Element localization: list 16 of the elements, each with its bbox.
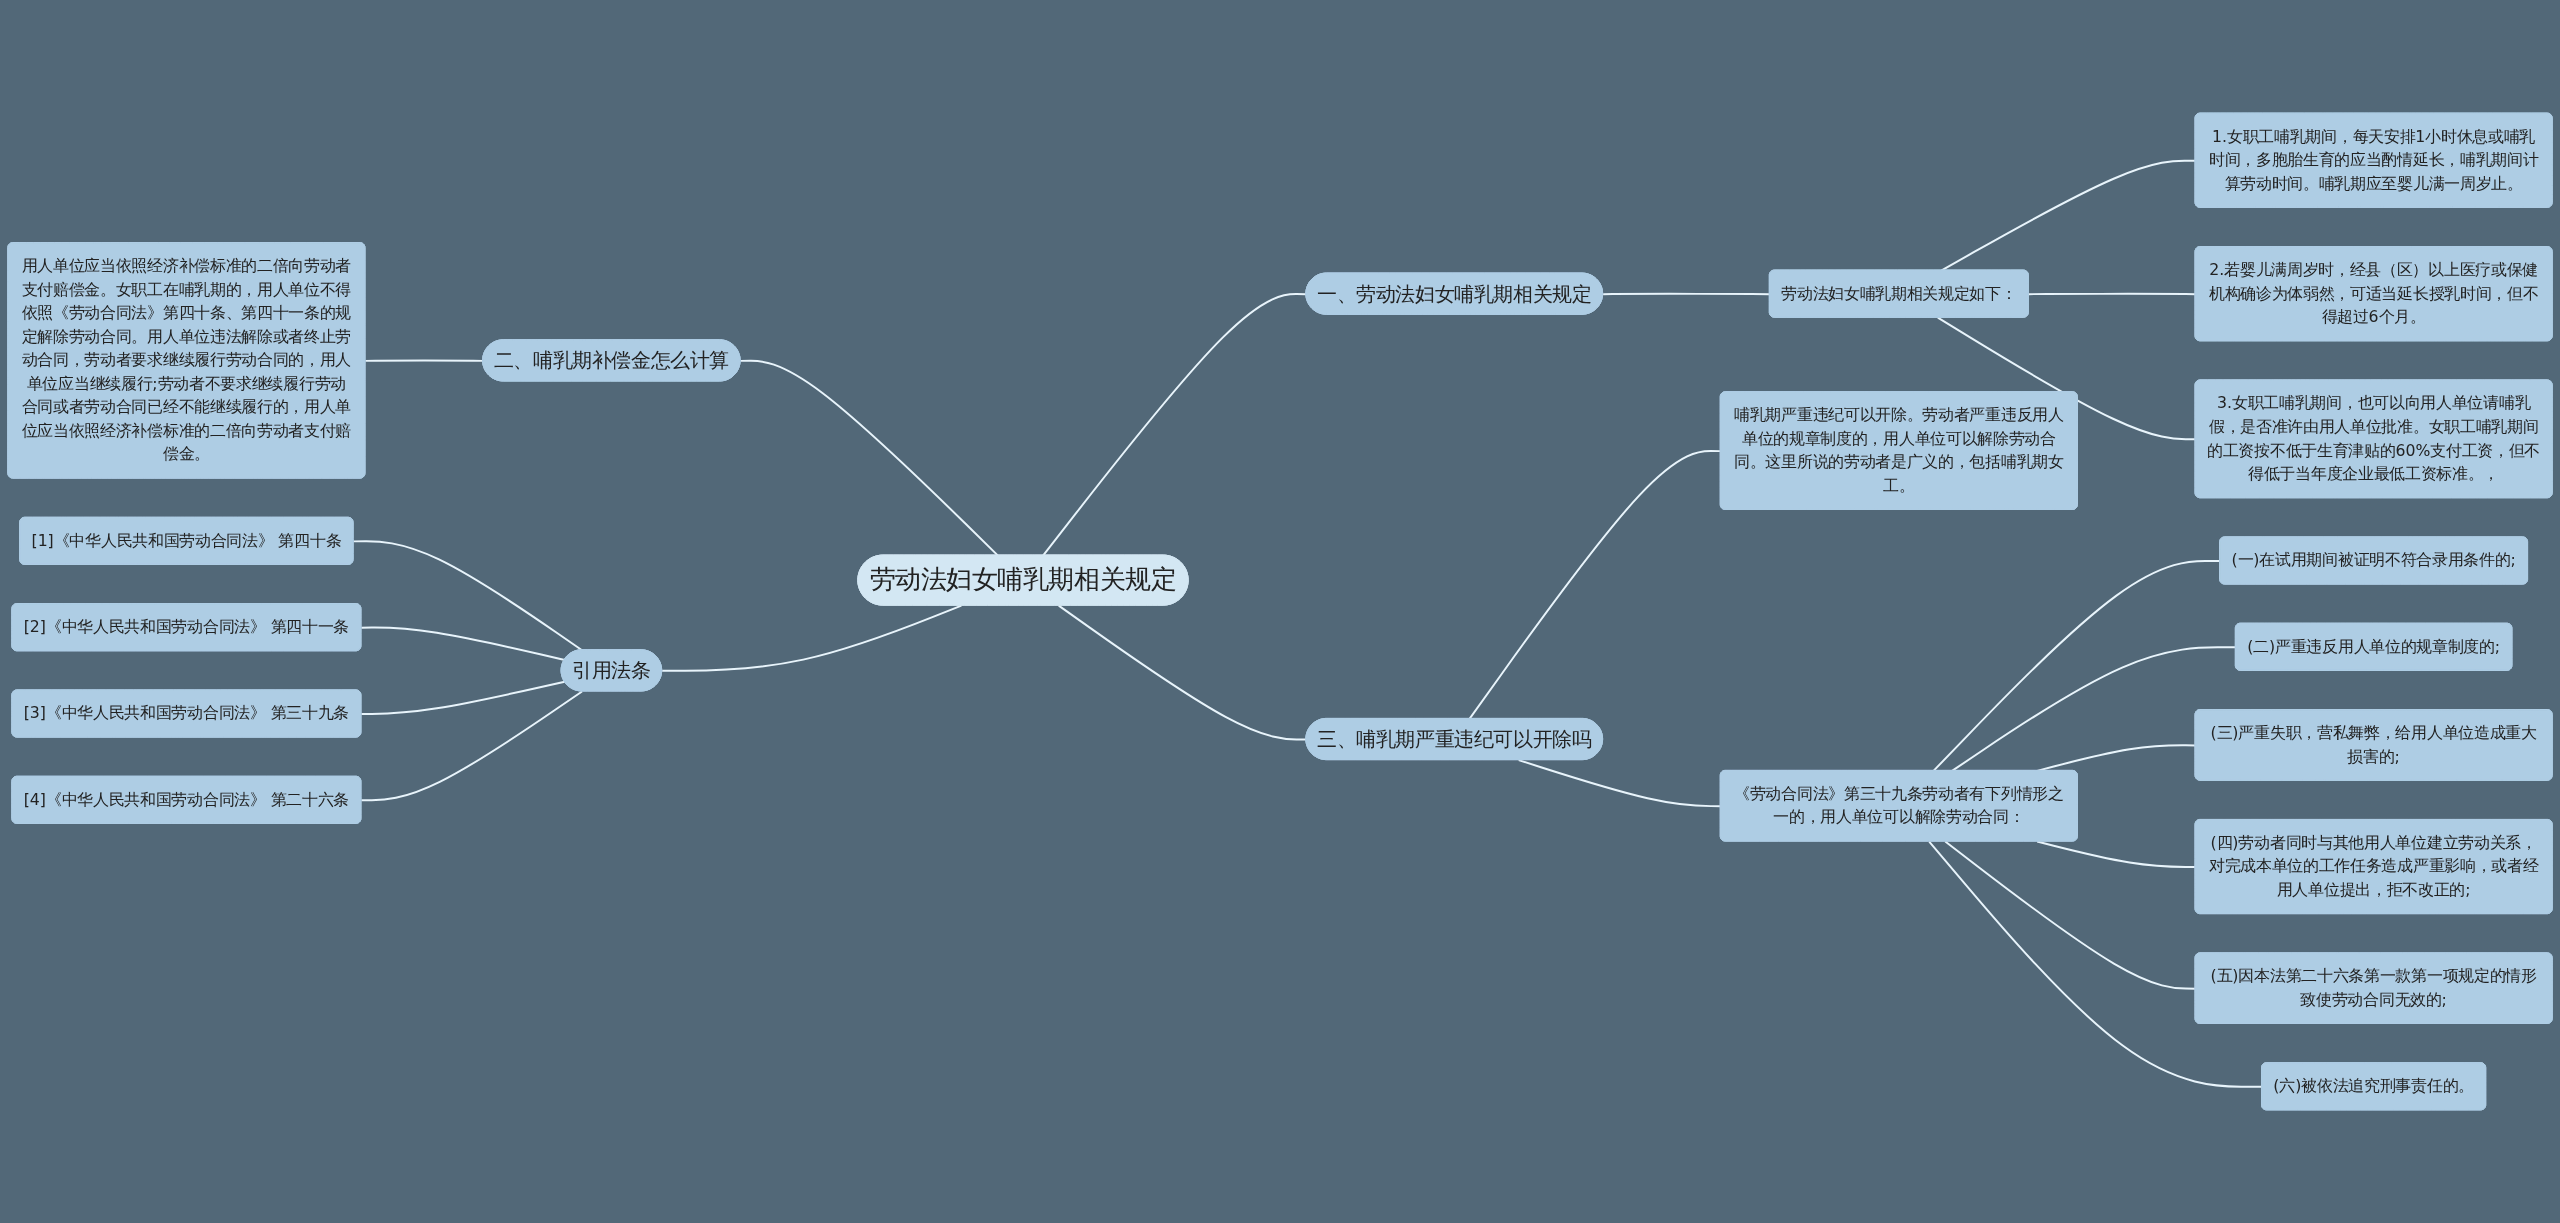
connector xyxy=(1944,840,2197,990)
connector xyxy=(352,540,583,652)
connector xyxy=(661,604,963,672)
connector xyxy=(1936,316,2197,441)
connector xyxy=(360,680,566,715)
connector xyxy=(739,359,999,557)
connector xyxy=(2036,840,2197,868)
connector xyxy=(1940,159,2197,272)
connector xyxy=(1928,840,2263,1088)
connector xyxy=(360,626,566,661)
connector xyxy=(1468,450,1722,720)
connector xyxy=(1517,759,1722,808)
connector xyxy=(360,690,583,802)
connector xyxy=(1602,292,1771,296)
connector xyxy=(1951,646,2237,772)
connector xyxy=(2027,292,2197,296)
